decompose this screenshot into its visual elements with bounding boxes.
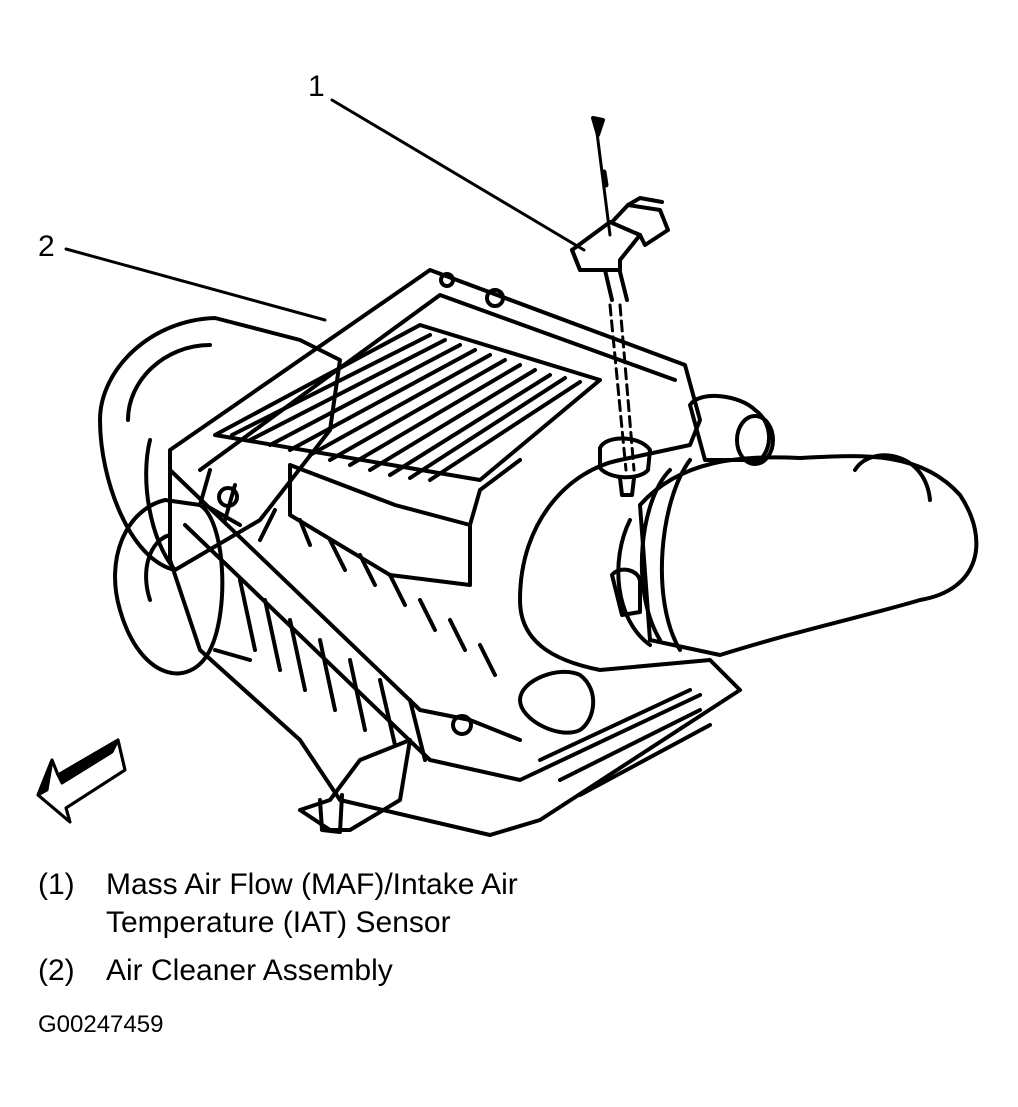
legend-text-line: Mass Air Flow (MAF)/Intake Air (106, 868, 518, 901)
legend-text-line: Temperature (IAT) Sensor (106, 906, 451, 939)
legend-key: (2) (38, 954, 75, 987)
callout-1: 1 (308, 70, 325, 103)
legend-item-2: (2) Air Cleaner Assembly (38, 952, 938, 990)
leader-line-2 (64, 247, 327, 322)
air-cleaner-diagram (36, 98, 979, 837)
leader-line-1 (330, 98, 586, 252)
legend-text: Mass Air Flow (MAF)/Intake Air Temperatu… (106, 866, 938, 942)
mounting-stub (688, 393, 775, 466)
air-cleaner-housing (168, 268, 742, 837)
legend-key: (1) (38, 868, 75, 901)
legend-text: Air Cleaner Assembly (106, 954, 393, 987)
legend: (1) Mass Air Flow (MAF)/Intake Air Tempe… (38, 866, 938, 1000)
legend-item-1: (1) Mass Air Flow (MAF)/Intake Air Tempe… (38, 866, 938, 942)
front-arrow-icon (36, 738, 127, 824)
figure-id: G00247459 (38, 1011, 164, 1038)
callout-2: 2 (38, 230, 55, 263)
maf-iat-sensor (570, 116, 670, 497)
outlet-duct (610, 453, 979, 657)
filter-end (518, 669, 596, 735)
